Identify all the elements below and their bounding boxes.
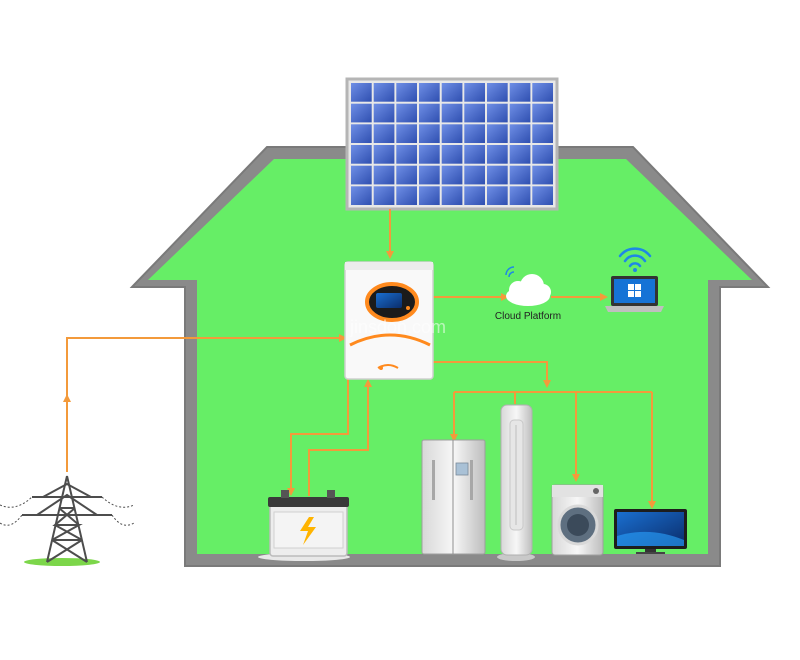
solar-cell	[464, 103, 485, 123]
solar-cell	[464, 145, 485, 164]
solar-cell	[532, 165, 553, 185]
flow-grid-to-inverter	[66, 334, 347, 472]
solar-panel-icon	[345, 77, 559, 211]
solar-cell	[396, 103, 417, 123]
solar-cell	[509, 145, 531, 164]
cloud-label: Cloud Platform	[495, 311, 561, 322]
solar-cell	[351, 165, 372, 185]
flow-battery-to-inverter	[308, 379, 372, 496]
solar-cell	[419, 83, 440, 102]
solar-cell	[419, 103, 440, 123]
solar-cell	[419, 165, 440, 185]
house-interior	[148, 159, 752, 554]
solar-cell	[441, 103, 463, 123]
solar-cell	[464, 165, 485, 185]
solar-cell	[464, 186, 485, 205]
solar-cell	[419, 145, 440, 164]
solar-cell	[396, 165, 417, 185]
solar-cell	[351, 186, 372, 205]
solar-cell	[487, 83, 508, 102]
solar-cell	[351, 103, 372, 123]
tv-icon	[614, 509, 687, 554]
solar-cell	[351, 83, 372, 102]
hybrid-inverter-icon	[344, 261, 434, 380]
solar-cell	[532, 124, 553, 143]
cloud-icon	[506, 274, 551, 306]
solar-cell	[532, 103, 553, 123]
solar-cell	[441, 83, 463, 102]
flow-lines	[63, 209, 656, 509]
solar-cell	[487, 165, 508, 185]
solar-cell	[509, 124, 531, 143]
solar-cell	[464, 124, 485, 143]
solar-cell	[532, 186, 553, 205]
solar-cell	[351, 145, 372, 164]
solar-cell	[441, 186, 463, 205]
solar-cell	[373, 124, 395, 143]
air-conditioner-icon	[497, 404, 535, 561]
solar-cell	[509, 103, 531, 123]
solar-cell	[419, 124, 440, 143]
solar-cell	[419, 186, 440, 205]
refrigerator-icon	[421, 439, 486, 555]
solar-cell	[532, 83, 553, 102]
solar-panel-cells	[351, 83, 553, 205]
solar-cell	[441, 145, 463, 164]
solar-cell	[464, 83, 485, 102]
solar-cell	[532, 145, 553, 164]
wifi-icon	[618, 247, 652, 272]
solar-cell	[373, 186, 395, 205]
solar-cell	[509, 83, 531, 102]
solar-cell	[509, 165, 531, 185]
solar-cell	[396, 186, 417, 205]
cloud-wifi-icon	[505, 266, 515, 278]
battery-icon	[258, 490, 350, 561]
solar-cell	[487, 186, 508, 205]
watermark: jinsdon.com	[349, 317, 446, 337]
solar-cell	[373, 83, 395, 102]
windows-logo-icon	[628, 284, 641, 297]
washing-machine-icon	[551, 484, 604, 556]
solar-cell	[396, 124, 417, 143]
solar-cell	[509, 186, 531, 205]
solar-cell	[441, 124, 463, 143]
solar-cell	[487, 124, 508, 143]
solar-cell	[396, 145, 417, 164]
solar-cell	[373, 103, 395, 123]
flow-inverter-to-loads	[433, 361, 551, 388]
solar-cell	[351, 124, 372, 143]
solar-cell	[373, 165, 395, 185]
solar-cell	[441, 165, 463, 185]
power-tower-icon	[0, 475, 135, 566]
solar-cell	[373, 145, 395, 164]
solar-cell	[487, 103, 508, 123]
solar-cell	[487, 145, 508, 164]
solar-cell	[396, 83, 417, 102]
flow-inverter-to-battery	[287, 378, 349, 496]
laptop-icon	[605, 276, 664, 312]
